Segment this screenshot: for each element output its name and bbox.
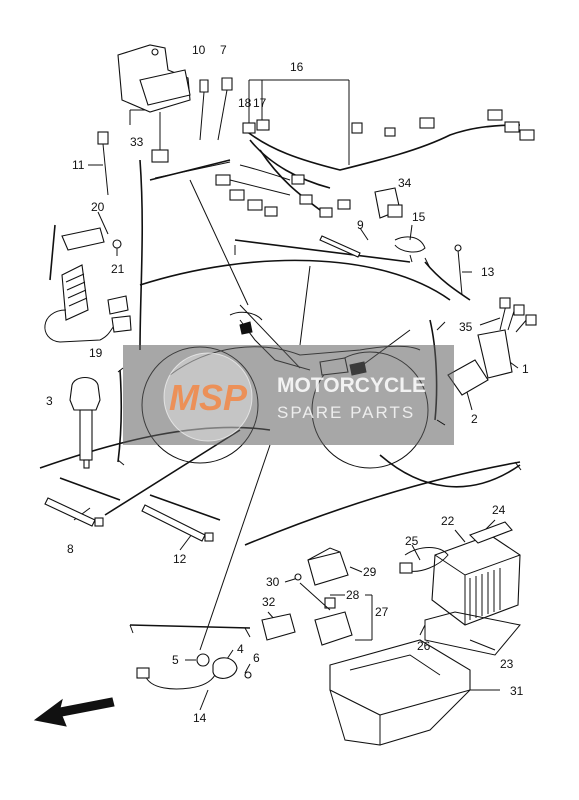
part-wire-harness [215,109,535,218]
callout-17: 17 [253,96,267,110]
watermark-line1: MOTORCYCLE [277,374,426,397]
part-relay-box [117,44,191,163]
callout-27: 27 [375,605,389,619]
part-battery-box [329,639,471,746]
part-battery [399,521,521,656]
callout-5: 5 [172,653,179,667]
callout-30: 30 [266,575,280,589]
callout-15: 15 [412,210,426,224]
callout-13: 13 [481,265,495,279]
callout-11: 11 [72,158,85,172]
callout-2: 2 [471,412,478,426]
callout-9: 9 [357,218,364,232]
callout-18: 18 [238,96,252,110]
callout-21: 21 [111,262,125,276]
callout-23: 23 [500,657,514,671]
callout-8: 8 [67,542,74,556]
callout-10: 10 [192,43,206,57]
callout-28: 28 [346,588,360,602]
callout-4: 4 [237,642,244,656]
callout-34: 34 [398,176,412,190]
bracket-ticks [117,161,522,638]
callout-26: 26 [417,639,431,653]
callout-20: 20 [91,200,105,214]
part-misc-upper-right [319,187,463,296]
callout-24: 24 [492,503,506,517]
part-bracket [61,227,122,256]
callout-labels: 1 2 3 4 5 6 7 8 9 10 11 12 13 14 15 16 1… [46,43,529,725]
watermark-band [123,345,454,445]
part-relays [261,547,353,646]
front-arrow-icon [33,697,115,727]
callout-35: 35 [459,320,473,334]
part-speed-sensor [136,653,252,690]
callout-33: 33 [130,135,144,149]
part-cdi-unit [447,297,537,396]
part-cable-ties [44,497,214,542]
callout-3: 3 [46,394,53,408]
callout-29: 29 [363,565,377,579]
part-sensor-lead [97,131,109,196]
watermark: MSP MOTORCYCLE SPARE PARTS [123,345,454,445]
callout-14: 14 [193,711,207,725]
callout-7: 7 [220,43,227,57]
callout-19: 19 [89,346,103,360]
callout-32: 32 [262,595,276,609]
callout-16: 16 [290,60,304,74]
watermark-line2: SPARE PARTS [277,403,415,422]
callout-1: 1 [522,362,529,376]
part-ignition-coil [69,376,101,469]
callout-6: 6 [253,651,260,665]
watermark-logo: MSP [169,377,248,418]
callout-12: 12 [173,552,187,566]
part-regulator [44,264,132,343]
callout-31: 31 [510,684,524,698]
part-clamps [199,77,233,141]
callout-25: 25 [405,534,419,548]
callout-22: 22 [441,514,455,528]
